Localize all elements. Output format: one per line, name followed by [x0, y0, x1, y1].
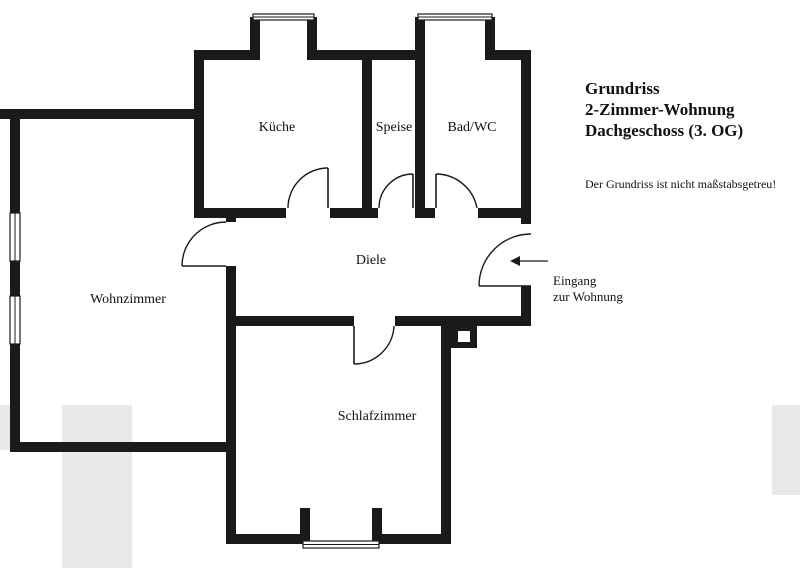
entrance-label-line1: Eingang: [553, 273, 597, 288]
windows: [9, 13, 493, 549]
scale-disclaimer: Der Grundriss ist nicht maßstabsgetreu!: [585, 177, 777, 191]
wall-schlafzimmer-bay-left: [300, 508, 310, 544]
scan-smudge-edge: [0, 405, 10, 450]
door-entrance: [478, 233, 532, 287]
wall-bad-right: [521, 50, 531, 224]
wall-schlafzimmer-bottom-left: [226, 534, 310, 544]
door-kueche: [287, 167, 329, 209]
wall-diele-bottom-left: [226, 316, 354, 326]
scan-smudge-right: [772, 405, 800, 495]
room-label-diele: Diele: [356, 253, 386, 268]
chimney: [451, 326, 477, 348]
room-label-bad: Bad/WC: [448, 120, 497, 135]
window-wohnzimmer-2: [9, 295, 21, 345]
entrance-label-line2: zur Wohnung: [553, 289, 623, 304]
wall-speise-left: [362, 50, 372, 218]
door-wohnzimmer: [181, 221, 227, 267]
wall-bad-dormer-right: [485, 17, 495, 60]
plan-title-line2: 2-Zimmer-Wohnung: [585, 100, 735, 119]
wall-schlafzimmer-bottom-right: [372, 534, 451, 544]
plan-title: Grundriss 2-Zimmer-Wohnung Dachgeschoss …: [585, 78, 743, 141]
wall-kueche-top-left: [194, 50, 260, 60]
door-speise: [378, 173, 414, 209]
wall-kueche-left: [194, 50, 204, 218]
scan-artifacts: [0, 405, 800, 568]
wall-schlafzimmer-bay-right: [372, 508, 382, 544]
wall-wohnzimmer-bottom: [10, 442, 236, 452]
wall-schlafzimmer-right: [441, 316, 451, 544]
window-wohnzimmer-1: [9, 212, 21, 262]
wall-kueche-dormer-right: [307, 17, 317, 60]
entrance-label: Eingang zur Wohnung: [553, 273, 623, 305]
window-schlafzimmer: [302, 540, 380, 549]
wall-wohnzimmer-left: [10, 109, 20, 452]
wall-bad-dormer-left: [415, 17, 425, 60]
window-kueche: [252, 13, 315, 21]
wall-diele-top-4: [478, 208, 531, 218]
wall-schlafzimmer-left: [226, 316, 236, 544]
doors: [181, 167, 532, 365]
door-schlafzimmer: [353, 325, 395, 365]
wall-diele-top-1: [194, 208, 286, 218]
wall-diele-top-2: [330, 208, 378, 218]
scan-smudge-left: [62, 405, 132, 568]
wall-diele-bottom-right: [395, 316, 531, 326]
wall-speise-right: [415, 50, 425, 218]
wall-wz-diele-top: [226, 208, 236, 222]
wall-kueche-dormer-left: [250, 17, 260, 60]
entrance-arrow: [510, 256, 548, 266]
wall-wz-diele-bottom: [226, 266, 236, 326]
wall-wohnzimmer-top: [0, 109, 204, 119]
chimney-flue: [458, 331, 470, 342]
room-label-speise: Speise: [376, 120, 413, 135]
room-label-wohnzimmer: Wohnzimmer: [90, 292, 166, 307]
wall-bad-top-right: [485, 50, 531, 60]
door-bad: [435, 173, 478, 209]
plan-title-line3: Dachgeschoss (3. OG): [585, 121, 744, 140]
inner-walls: [194, 50, 531, 326]
plan-title-line1: Grundriss: [585, 79, 660, 98]
room-label-kueche: Küche: [259, 120, 296, 135]
room-label-schlafzimmer: Schlafzimmer: [338, 409, 417, 424]
wall-diele-right-lower: [521, 286, 531, 326]
window-bad: [417, 13, 493, 21]
